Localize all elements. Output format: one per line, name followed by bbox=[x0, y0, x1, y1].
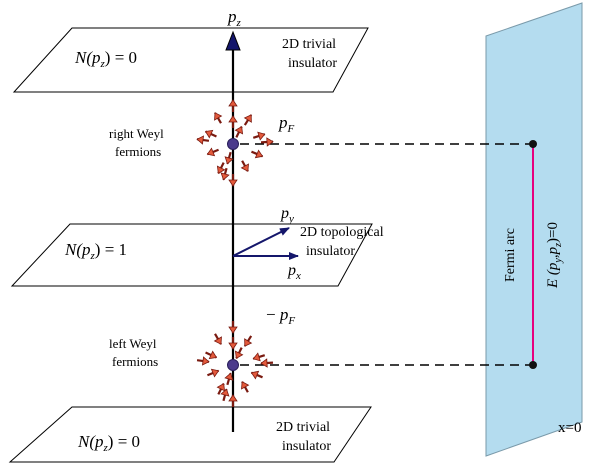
right-weyl-arrow-head bbox=[228, 179, 238, 187]
right-weyl-arrow-head bbox=[220, 172, 230, 181]
left-weyl-arrow-head bbox=[260, 358, 268, 368]
plane-middle-invariant: N(pz) = 1 bbox=[64, 240, 127, 262]
right-weyl-arrow-head bbox=[234, 125, 244, 135]
right-weyl-arrow-head bbox=[206, 147, 216, 157]
right-weyl-arrow-head bbox=[216, 165, 226, 175]
left-weyl-arrows bbox=[196, 321, 274, 407]
left-weyl-arrow-head bbox=[234, 350, 244, 360]
plane-bottom-invariant: N(pz) = 0 bbox=[77, 432, 140, 454]
left-weyl-arrow-head bbox=[252, 352, 261, 362]
fermi-arc-label: Fermi arc bbox=[503, 228, 518, 282]
pz-axis-arrowhead bbox=[225, 30, 241, 51]
surface-x0-label: x=0 bbox=[558, 420, 581, 436]
minus-pF-label: − pF bbox=[266, 305, 295, 327]
right-weyl-arrow-head bbox=[257, 131, 266, 141]
weyl-node-right bbox=[227, 138, 239, 150]
plane-top bbox=[12, 27, 369, 93]
px-label: px bbox=[287, 262, 301, 282]
plane-bottom-phase-line1: 2D trivial bbox=[276, 420, 330, 435]
left-weyl-arrow-head bbox=[208, 350, 218, 360]
fermi-arc-endpoint-bottom bbox=[529, 361, 537, 369]
plane-top-phase-line1: 2D trivial bbox=[282, 37, 336, 52]
left-weyl-arrow-head bbox=[244, 338, 253, 347]
right-weyl-arrow-head bbox=[228, 99, 238, 107]
right-weyl-arrow-head bbox=[214, 112, 223, 121]
plane-middle bbox=[10, 223, 373, 287]
right-weyl-arrows bbox=[196, 99, 274, 187]
right-weyl-arrow-head bbox=[266, 137, 274, 147]
left-weyl-arrow-head bbox=[220, 388, 230, 397]
left-weyl-arrow-head bbox=[213, 336, 222, 345]
surface-energy-label: E (py,pz)=0 bbox=[545, 222, 564, 289]
left-weyl-arrow-head bbox=[228, 326, 238, 334]
plane-top-invariant: N(pz) = 0 bbox=[74, 48, 137, 70]
right-weyl-arrow-head bbox=[254, 149, 264, 159]
weyl-node-left bbox=[227, 359, 239, 371]
right-weyl-label-line1: right Weyl bbox=[109, 126, 164, 141]
right-weyl-arrow-head bbox=[204, 129, 214, 139]
right-weyl-arrow-head bbox=[243, 114, 252, 123]
plane-bottom-phase-line2: insulator bbox=[282, 439, 331, 454]
left-weyl-arrow-head bbox=[228, 342, 238, 350]
left-weyl-arrow-head bbox=[241, 381, 250, 390]
plane-middle-phase-line1: 2D topological bbox=[300, 225, 384, 240]
left-weyl-arrow-head bbox=[210, 368, 220, 378]
plane-top-phase-line2: insulator bbox=[288, 56, 337, 71]
plane-middle-phase-line2: insulator bbox=[306, 244, 355, 259]
right-weyl-arrow-head bbox=[228, 115, 238, 123]
left-weyl-label-line2: fermions bbox=[112, 354, 158, 369]
py-vector bbox=[232, 227, 290, 257]
pz-label: pz bbox=[227, 7, 242, 29]
py-label: py bbox=[280, 205, 294, 225]
left-weyl-arrow-head bbox=[216, 382, 226, 392]
plane-bottom bbox=[8, 406, 372, 463]
pF-label: pF bbox=[278, 113, 295, 135]
right-weyl-arrow-head bbox=[224, 156, 234, 165]
fermi-arc-endpoint-top bbox=[529, 140, 537, 148]
right-weyl-arrow-head bbox=[240, 163, 249, 172]
left-weyl-arrow-head bbox=[224, 372, 234, 381]
left-weyl-arrow-head bbox=[201, 356, 210, 366]
left-weyl-arrow-head bbox=[228, 394, 238, 402]
left-weyl-label-line1: left Weyl bbox=[109, 336, 157, 351]
left-weyl-arrow-head bbox=[250, 370, 260, 380]
right-weyl-arrow-head bbox=[196, 135, 205, 145]
right-weyl-label-line2: fermions bbox=[115, 144, 161, 159]
